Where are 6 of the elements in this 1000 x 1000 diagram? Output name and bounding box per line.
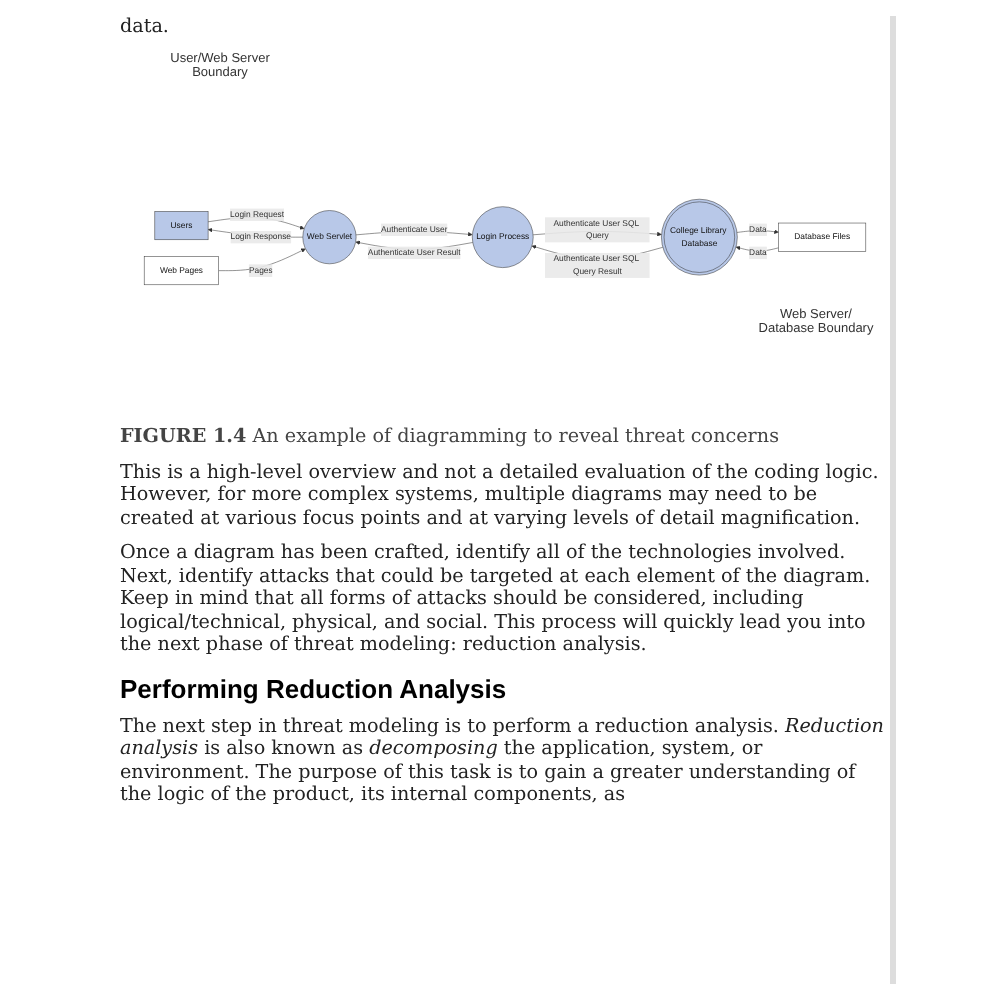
paragraph: Once a diagram has been crafted, identify all of the technologies involved. Next, identify attacks that could be targeted at each element of the diagram. Keep in mind that all forms of attacks should be considered, including logical/technical, physical, and social. This process will quickly lead you into the next phase of threat modeling: reduction analysis.: [120, 542, 873, 657]
section-heading: Performing Reduction Analysis: [120, 673, 509, 703]
body-text: data.: [120, 16, 171, 39]
figure-caption: FIGURE 1.4 An example of diagramming to reveal threat concerns: [120, 425, 781, 447]
paragraph: The next step in threat modeling is to perform a reduction analysis. Reduction analysis is also known as decomposing the application, system, or environment. The purpose of this task is to gain a greater understanding of the logic of the product, its internal components, as: [120, 715, 886, 807]
paragraph: This is a high-level overview and not a detailed evaluation of the coding logic. However, for more complex systems, multiple diagrams may need to be created at various focus points and at varying levels of detail magnification.: [120, 461, 881, 530]
